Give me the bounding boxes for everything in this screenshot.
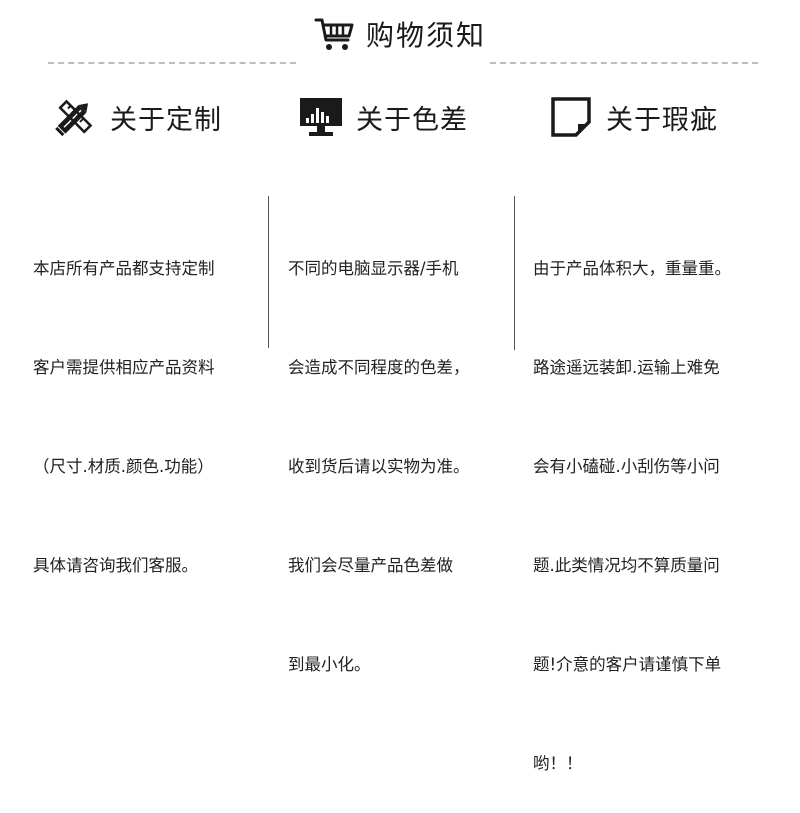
feature-defects: 关于瑕疵 [548, 92, 718, 142]
column-divider [514, 196, 515, 350]
damaged-square-icon [551, 97, 591, 137]
feature-customization: 关于定制 [52, 92, 222, 142]
feature-label: 关于定制 [110, 104, 222, 136]
header-inner: 购物须知 [314, 14, 486, 54]
feature-label: 关于瑕疵 [606, 104, 718, 136]
text-line: 由于产品体积大，重量重。 [533, 259, 731, 278]
text-line: 会有小磕碰.小刮伤等小问 [533, 457, 720, 476]
customization-text: 本店所有产品都支持定制 客户需提供相应产品资料 （尺寸.材质.颜色.功能） 具体… [33, 186, 215, 615]
feature-color-difference: 关于色差 [298, 92, 468, 142]
text-line: 路途遥远装卸.运输上难免 [533, 358, 720, 377]
text-line: 哟！！ [533, 754, 583, 773]
defects-text: 由于产品体积大，重量重。 路途遥远装卸.运输上难免 会有小磕碰.小刮伤等小问 题… [533, 186, 731, 813]
feature-label: 关于色差 [356, 104, 468, 136]
header-divider-left [48, 62, 296, 64]
text-line: 本店所有产品都支持定制 [33, 259, 215, 278]
color-difference-text: 不同的电脑显示器/手机 会造成不同程度的色差， 收到货后请以实物为准。 我们会尽… [288, 186, 470, 714]
page-title: 购物须知 [365, 19, 486, 52]
text-line: 会造成不同程度的色差， [288, 358, 470, 377]
text-line: （尺寸.材质.颜色.功能） [33, 457, 214, 476]
text-line: 到最小化。 [288, 655, 371, 674]
text-line: 客户需提供相应产品资料 [33, 358, 215, 377]
column-divider [268, 196, 269, 348]
monitor-icon [300, 98, 342, 136]
text-line: 具体请咨询我们客服。 [33, 556, 198, 575]
shopping-cart-icon [314, 18, 354, 50]
text-line: 题!介意的客户请谨慎下单 [533, 655, 722, 674]
text-line: 收到货后请以实物为准。 [288, 457, 470, 476]
page-header: 购物须知 [0, 14, 800, 54]
text-line: 不同的电脑显示器/手机 [288, 259, 459, 278]
text-line: 我们会尽量产品色差做 [288, 556, 453, 575]
pencil-ruler-icon [53, 99, 93, 138]
text-line: 题.此类情况均不算质量问 [533, 556, 720, 575]
header-divider-right [490, 62, 758, 64]
